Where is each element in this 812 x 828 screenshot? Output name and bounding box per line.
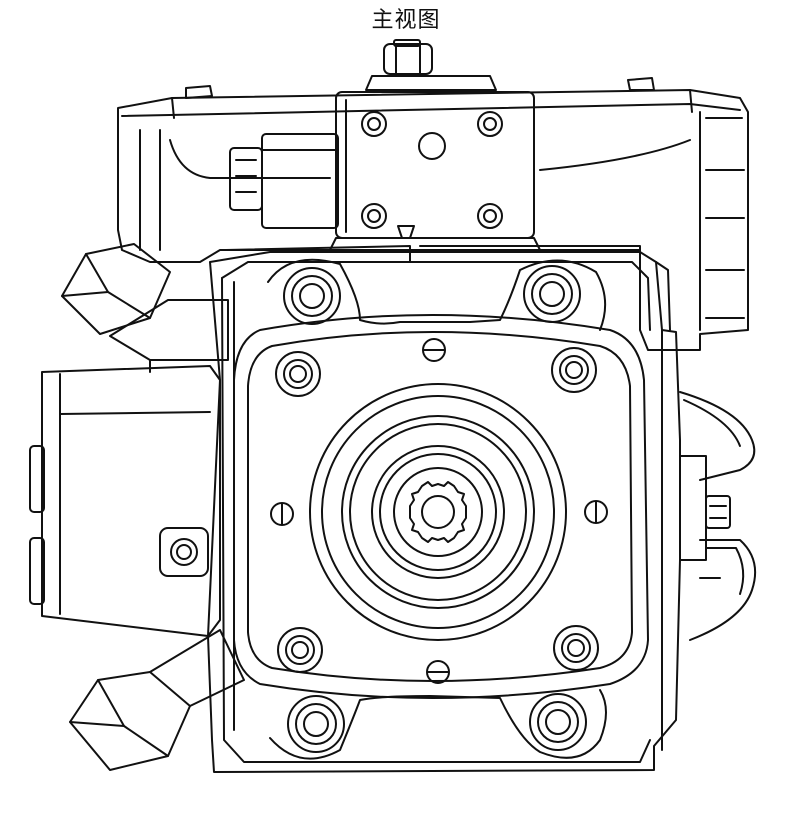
plate-bolts (276, 348, 598, 672)
lower-left-hex-plug (70, 630, 244, 770)
right-side-valve (680, 392, 755, 640)
flange-plate (234, 260, 648, 759)
corner-bolts (284, 266, 586, 752)
control-valve-block (230, 40, 540, 250)
left-side-block (30, 360, 220, 636)
top-housing (118, 78, 748, 350)
shaft-hub (310, 384, 566, 640)
splined-shaft (410, 482, 466, 542)
main-flange-body (208, 246, 680, 772)
view-title: 主视图 (371, 8, 441, 33)
upper-left-hex-plug (62, 244, 228, 360)
small-plugs (271, 339, 607, 683)
